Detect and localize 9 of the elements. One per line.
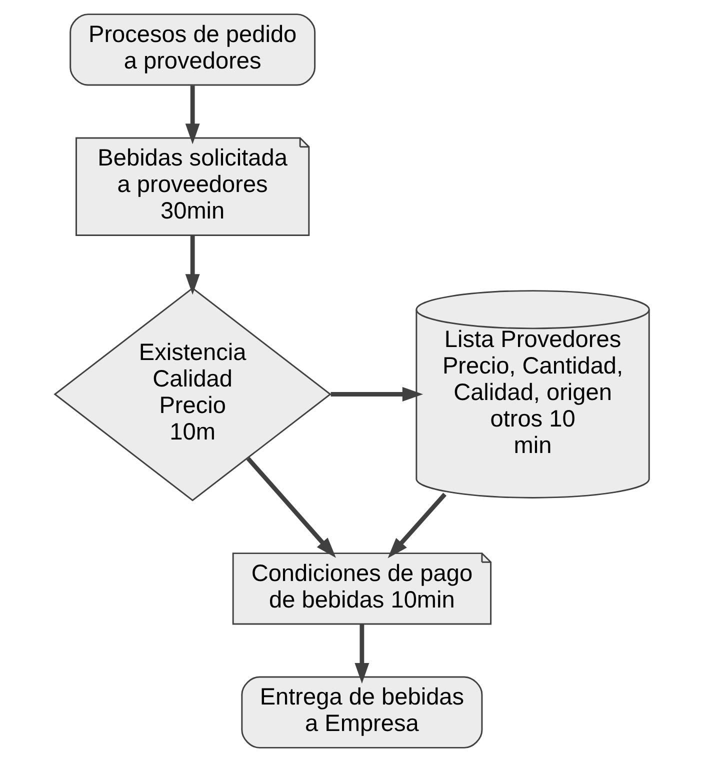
arrow — [388, 492, 446, 558]
arrow — [330, 387, 424, 402]
arrow — [185, 236, 200, 295]
node-box: Procesos de pedido a provedores — [70, 14, 316, 86]
arrow — [354, 624, 370, 684]
arrow — [185, 86, 200, 144]
node-box: Entrega de bebidas a Empresa — [241, 676, 483, 748]
arrow — [246, 456, 336, 558]
node-diamond: Existencia Calidad Precio 10m — [54, 287, 332, 502]
